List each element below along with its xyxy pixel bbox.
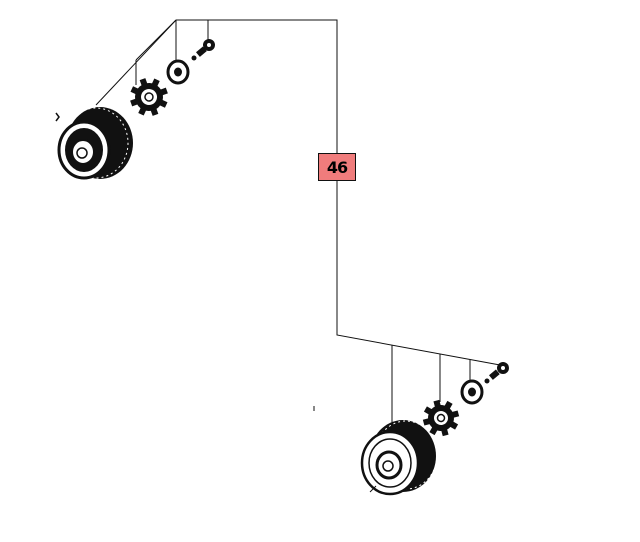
leader-lines — [95, 19, 501, 425]
leader-top-nut — [135, 19, 177, 61]
wheel-icon — [55, 107, 133, 180]
washer-icon — [460, 379, 484, 405]
screw-icon — [484, 362, 509, 384]
part-callout-badge[interactable]: 46 — [318, 153, 356, 181]
screw-icon — [191, 39, 215, 61]
bottom-assembly — [313, 362, 509, 496]
washer-icon — [166, 59, 190, 85]
star-nut-icon — [422, 399, 460, 437]
top-assembly — [55, 39, 215, 180]
wheel-icon — [360, 420, 438, 496]
leader-line-main-top — [176, 19, 338, 153]
leader-line-main-bottom — [336, 181, 501, 366]
star-nut-icon — [130, 78, 168, 116]
